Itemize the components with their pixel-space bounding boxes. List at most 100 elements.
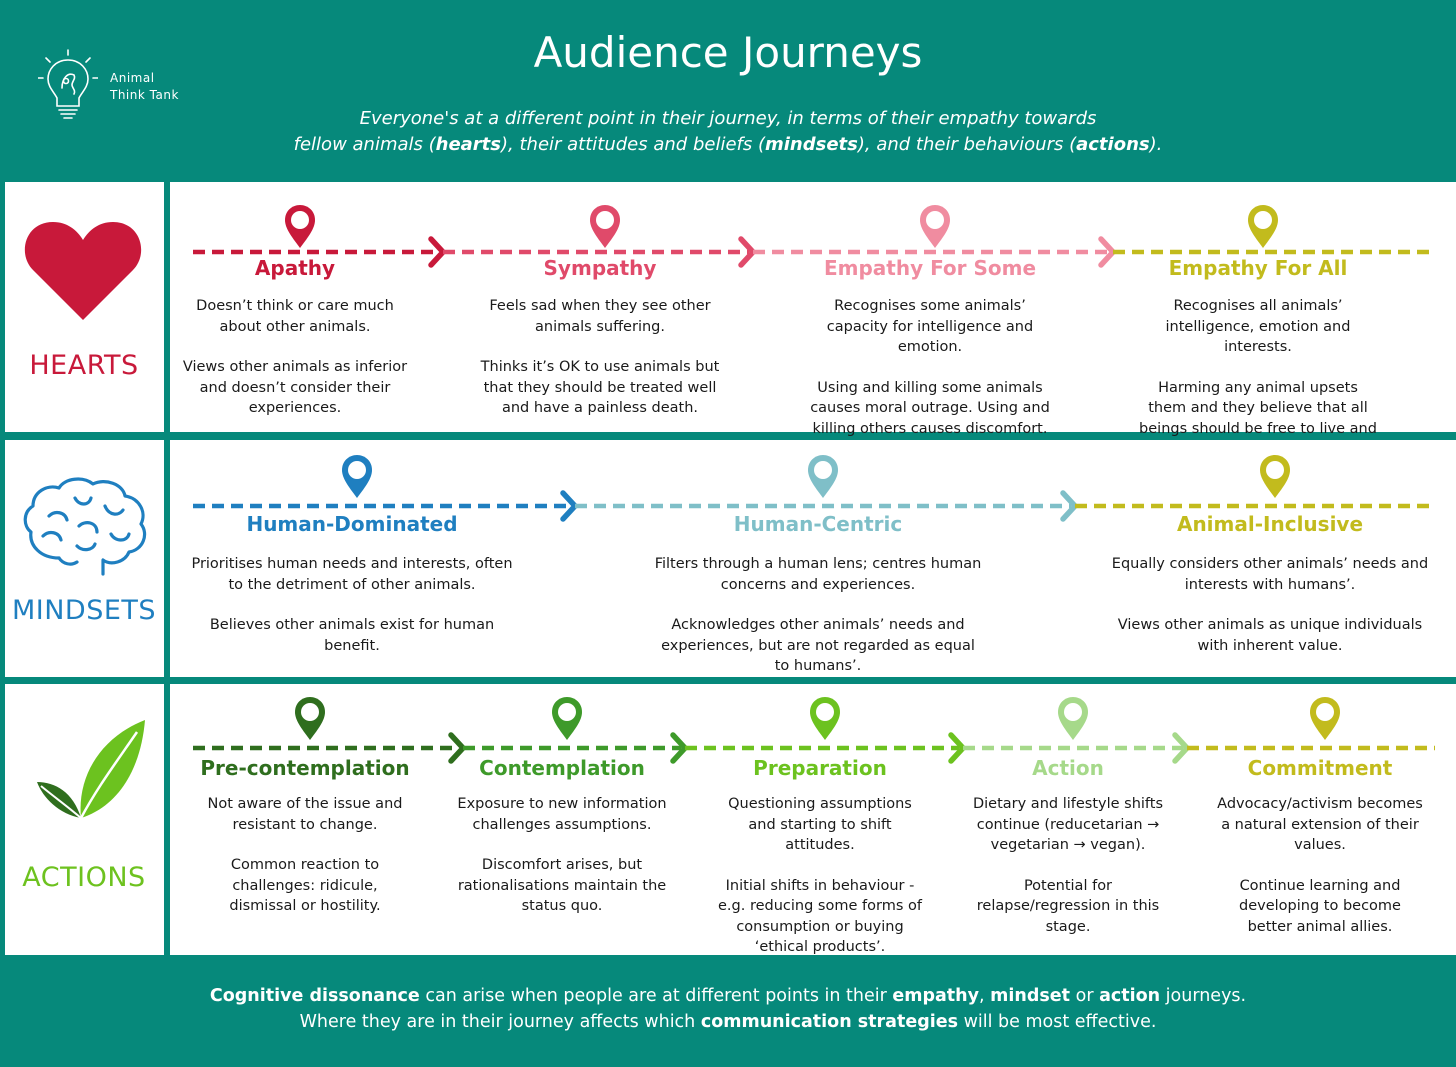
hearts-stage-title: Empathy For Some — [823, 256, 1037, 280]
footer-line2: Where they are in their journey affects … — [0, 1009, 1456, 1035]
footer-text: will be most effective. — [958, 1012, 1157, 1032]
page-title: Audience Journeys — [533, 28, 923, 77]
mindsets-stage-description: Filters through a human lens; centres hu… — [653, 554, 983, 677]
footer-text: or — [1070, 986, 1100, 1006]
hearts-stage-description-paragraph: Thinks it’s OK to use animals but that t… — [480, 359, 720, 416]
subtitle-text: ), and their behaviours ( — [857, 134, 1077, 155]
actions-stage-title: Preparation — [753, 756, 887, 780]
footer-text: , — [979, 986, 991, 1006]
subtitle-actions: actions — [1076, 134, 1150, 155]
leaf-icon — [37, 720, 145, 819]
mindsets-stage-description-paragraph: Acknowledges other animals’ needs and ex… — [661, 617, 975, 674]
brand-name-line2: Think Tank — [110, 88, 179, 102]
page-subtitle: Everyone's at a different point in their… — [228, 106, 1228, 158]
mindsets-label: MINDSETS — [11, 595, 157, 626]
row-divider — [164, 182, 170, 432]
mindsets-stage-description-paragraph: Equally considers other animals’ needs a… — [1111, 556, 1429, 593]
subtitle-text: fellow animals ( — [293, 134, 436, 155]
mindsets-stage-description-paragraph: Views other animals as unique individual… — [1117, 617, 1423, 654]
hearts-stage-description: Doesn’t think or care much about other a… — [175, 296, 415, 419]
hearts-stage-title: Sympathy — [543, 256, 657, 280]
hearts-journey-track — [193, 205, 1435, 268]
actions-stage-title: Contemplation — [479, 756, 645, 780]
hearts-stage-description-paragraph: Views other animals as inferior and does… — [182, 359, 408, 416]
subtitle-text: ), their attitudes and beliefs ( — [501, 134, 765, 155]
actions-label-box: ACTIONS — [5, 684, 163, 955]
subtitle-mindsets: mindsets — [764, 134, 858, 155]
footer-text: empathy — [892, 986, 980, 1006]
mindsets-stage-description: Prioritises human needs and interests, o… — [187, 554, 517, 656]
actions-stage-title: Commitment — [1247, 756, 1393, 780]
actions-stage-description-paragraph: Questioning assumptions and starting to … — [728, 796, 912, 853]
actions-stage-description: Exposure to new information challenges a… — [457, 794, 667, 917]
footer-line1: Cognitive dissonance can arise when peop… — [0, 983, 1456, 1009]
actions-stage-description: Dietary and lifestyle shifts continue (r… — [963, 794, 1173, 937]
actions-stage-description-paragraph: Initial shifts in behaviour - e.g. reduc… — [718, 877, 922, 956]
footer-text: action — [1099, 986, 1161, 1006]
actions-stage-description-paragraph: Common reaction to challenges: ridicule,… — [229, 857, 381, 914]
actions-stage-description-paragraph: Continue learning and developing to beco… — [1239, 877, 1401, 935]
hearts-stage-title: Empathy For All — [1168, 256, 1348, 280]
hearts-stage-description-paragraph: Feels sad when they see other animals su… — [489, 298, 711, 335]
mindsets-stage-description: Equally considers other animals’ needs a… — [1105, 554, 1435, 656]
mindsets-journey-track — [193, 455, 1435, 522]
row-divider — [164, 684, 170, 955]
actions-stage-description-paragraph: Dietary and lifestyle shifts continue (r… — [972, 796, 1164, 853]
footer-text: mindset — [990, 986, 1071, 1006]
hearts-label-box: HEARTS — [5, 182, 163, 432]
brand-logo: Animal Think Tank — [38, 48, 208, 138]
footer-text: can arise when people are at different p… — [419, 986, 893, 1006]
map-pin-icon — [285, 205, 315, 248]
map-pin-icon — [295, 697, 325, 740]
footer-text: Where they are in their journey affects … — [299, 1012, 701, 1032]
mindsets-stage-description-paragraph: Believes other animals exist for human b… — [209, 617, 495, 654]
actions-stage-description: Not aware of the issue and resistant to … — [200, 794, 410, 917]
actions-stage-description-paragraph: Discomfort arises, but rationalisations … — [457, 857, 667, 914]
subtitle-text: ). — [1149, 134, 1163, 155]
actions-stage-description-paragraph: Not aware of the issue and resistant to … — [207, 796, 403, 833]
footer-text: journeys. — [1160, 986, 1247, 1006]
actions-stage-title: Action — [1032, 756, 1104, 780]
actions-stage-description-paragraph: Potential for relapse/regression in this… — [976, 877, 1160, 935]
map-pin-icon — [590, 205, 620, 248]
hearts-stage-description-paragraph: Recognises all animals’ intelligence, em… — [1165, 298, 1351, 355]
mindsets-label-box: MINDSETS — [5, 440, 163, 677]
subtitle-line2: fellow animals (hearts), their attitudes… — [228, 132, 1228, 158]
brain-icon — [23, 477, 147, 576]
mindsets-stage-title: Human-Centric — [733, 512, 903, 536]
mindsets-stage-title: Human-Dominated — [246, 512, 458, 536]
lightbulb-icon — [38, 49, 98, 119]
map-pin-icon — [552, 697, 582, 740]
footer-text: communication strategies — [700, 1012, 959, 1032]
heart-icon — [24, 222, 142, 320]
hearts-stage-title: Apathy — [254, 256, 336, 280]
brand-name-line1: Animal — [110, 71, 155, 85]
map-pin-icon — [920, 205, 950, 248]
brand-name: Animal Think Tank — [110, 70, 179, 104]
map-pin-icon — [1058, 697, 1088, 740]
actions-stage-description-paragraph: Advocacy/activism becomes a natural exte… — [1217, 796, 1423, 853]
hearts-stage-description-paragraph: Using and killing some animals causes mo… — [810, 379, 1050, 437]
actions-stage-description: Advocacy/activism becomes a natural exte… — [1215, 794, 1425, 937]
hearts-stage-description: Recognises some animals’ capacity for in… — [810, 296, 1050, 439]
map-pin-icon — [1248, 205, 1278, 248]
actions-stage-title: Pre-contemplation — [200, 756, 410, 780]
mindsets-stage-title: Animal-Inclusive — [1176, 512, 1364, 536]
hearts-stage-description-paragraph: Harming any animal upsets them and they … — [1139, 379, 1377, 458]
row-divider — [164, 440, 170, 677]
subtitle-hearts: hearts — [435, 134, 502, 155]
actions-journey-track — [193, 697, 1435, 764]
map-pin-icon — [810, 697, 840, 740]
hearts-stage-description: Feels sad when they see other animals su… — [480, 296, 720, 419]
hearts-stage-description-paragraph: Recognises some animals’ capacity for in… — [826, 298, 1034, 355]
hearts-label: HEARTS — [29, 350, 139, 381]
actions-label: ACTIONS — [22, 862, 146, 893]
actions-stage-description-paragraph: Exposure to new information challenges a… — [457, 796, 667, 833]
mindsets-stage-description-paragraph: Prioritises human needs and interests, o… — [191, 556, 513, 593]
actions-stage-description: Questioning assumptions and starting to … — [715, 794, 925, 958]
hearts-stage-description-paragraph: Doesn’t think or care much about other a… — [196, 298, 394, 335]
map-pin-icon — [808, 455, 838, 498]
